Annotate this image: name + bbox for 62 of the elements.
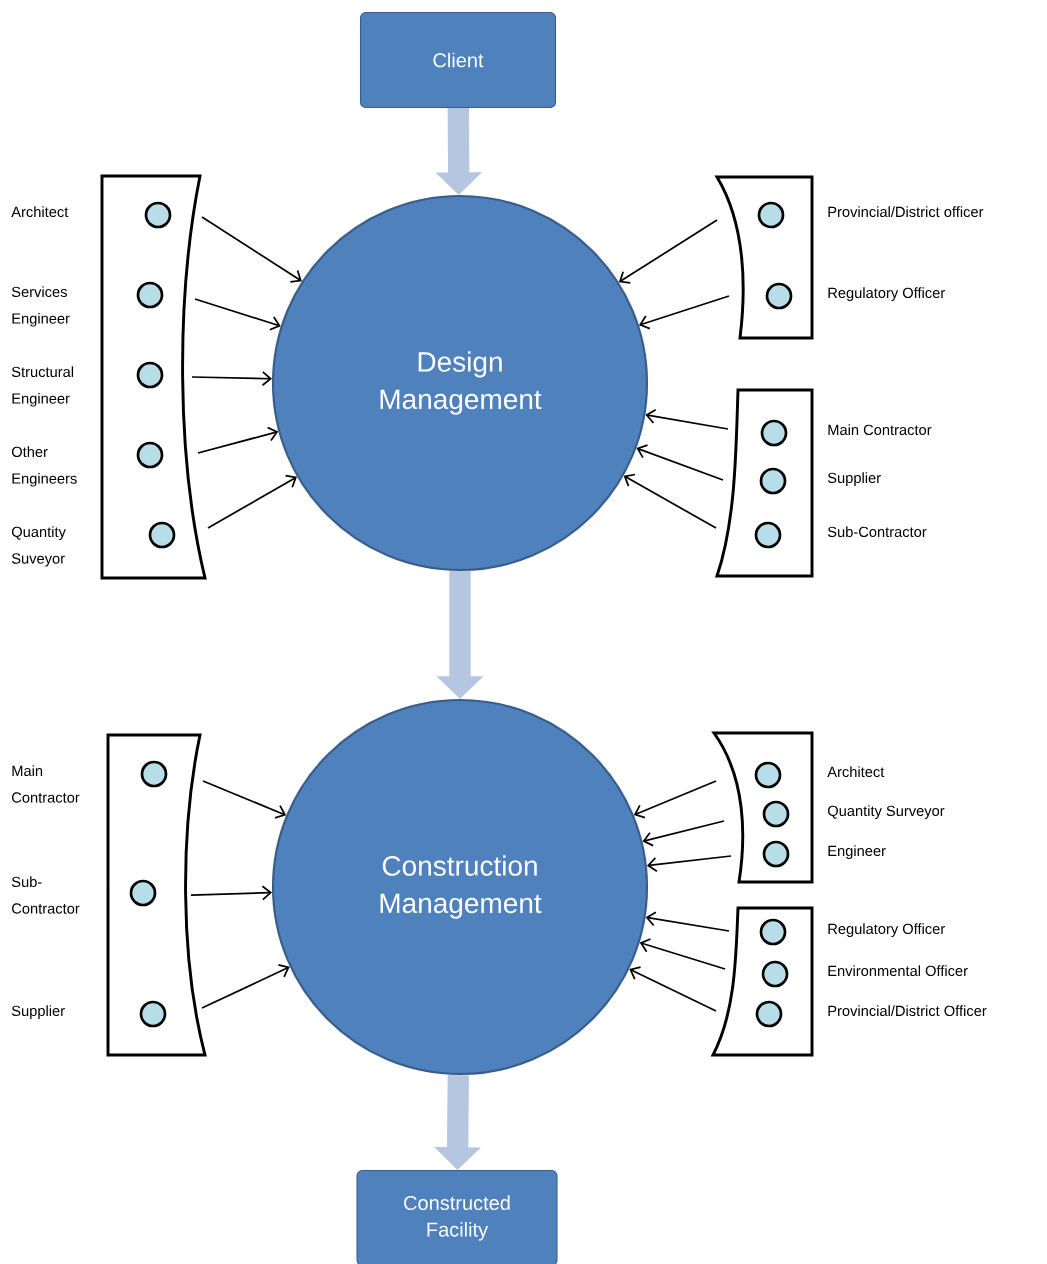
arrow [207, 474, 297, 529]
arrow [197, 426, 279, 454]
arrow [202, 780, 287, 819]
arrow [642, 820, 725, 847]
stakeholder-circle [760, 419, 788, 447]
stakeholder-circle [759, 918, 787, 946]
stakeholder-circle [136, 441, 164, 469]
process-box: Constructed Facility [356, 1170, 558, 1264]
stakeholder-label: Provincial/District officer [828, 206, 984, 218]
arrow [190, 885, 273, 901]
stakeholder-circle [144, 201, 172, 229]
arrow [633, 780, 717, 819]
arrow [618, 219, 718, 284]
stakeholder-label: Quantity Suveyor [11, 526, 66, 567]
bracket-panel [100, 174, 207, 580]
stakeholder-circle [136, 281, 164, 309]
stakeholder-label: Supplier [11, 1005, 65, 1019]
stakeholder-circle [140, 760, 168, 788]
stakeholder-circle [759, 467, 787, 495]
stakeholder-circle [755, 1000, 783, 1028]
stakeholder-circle [754, 521, 782, 549]
stakeholder-label: Sub-Contractor [11, 876, 80, 914]
stakeholder-circle [136, 361, 164, 389]
arrow [645, 408, 729, 430]
arrow [645, 911, 730, 932]
stakeholder-circle [765, 282, 793, 310]
stakeholder-label: Main Contractor [12, 765, 80, 803]
arrow [636, 444, 724, 481]
stakeholder-label: Engineer [828, 845, 886, 859]
stakeholder-label: Supplier [827, 472, 881, 486]
arrow [646, 855, 732, 873]
arrow [191, 371, 272, 387]
arrow [201, 963, 290, 1009]
stakeholder-label: Structural Engineer [11, 366, 74, 407]
bracket-panel [106, 733, 207, 1057]
stakeholder-label: Environmental Officer [828, 965, 968, 977]
arrow [638, 295, 730, 330]
stakeholder-circle [761, 960, 789, 988]
bracket-panel [715, 175, 814, 340]
arrow [639, 938, 726, 970]
stakeholder-circle [757, 201, 785, 229]
stakeholder-label: Quantity Surveyor [827, 805, 945, 819]
stakeholder-label: Regulatory Officer [828, 923, 945, 937]
stakeholder-circle [762, 800, 790, 828]
process-box: Client [359, 11, 557, 109]
stakeholder-circle [139, 1000, 167, 1028]
stakeholder-label: Provincial/District Officer [828, 1005, 987, 1017]
arrow [201, 216, 302, 283]
stakeholder-label: Services Engineer [11, 286, 70, 327]
stakeholder-label: Sub-Contractor [827, 526, 927, 538]
arrow [629, 966, 717, 1012]
stakeholder-circle [762, 840, 790, 868]
stakeholder-circle [754, 761, 782, 789]
arrow [623, 473, 717, 529]
stakeholder-label: Architect [11, 206, 69, 218]
stakeholder-label: Other Engineers [11, 446, 77, 487]
stakeholder-label: Architect [827, 766, 885, 778]
arrow [194, 298, 281, 331]
stakeholder-label: Regulatory Officer [828, 287, 945, 301]
stakeholder-circle [129, 879, 157, 907]
stakeholder-circle [148, 521, 176, 549]
stakeholder-label: Main Contractor [828, 424, 932, 436]
